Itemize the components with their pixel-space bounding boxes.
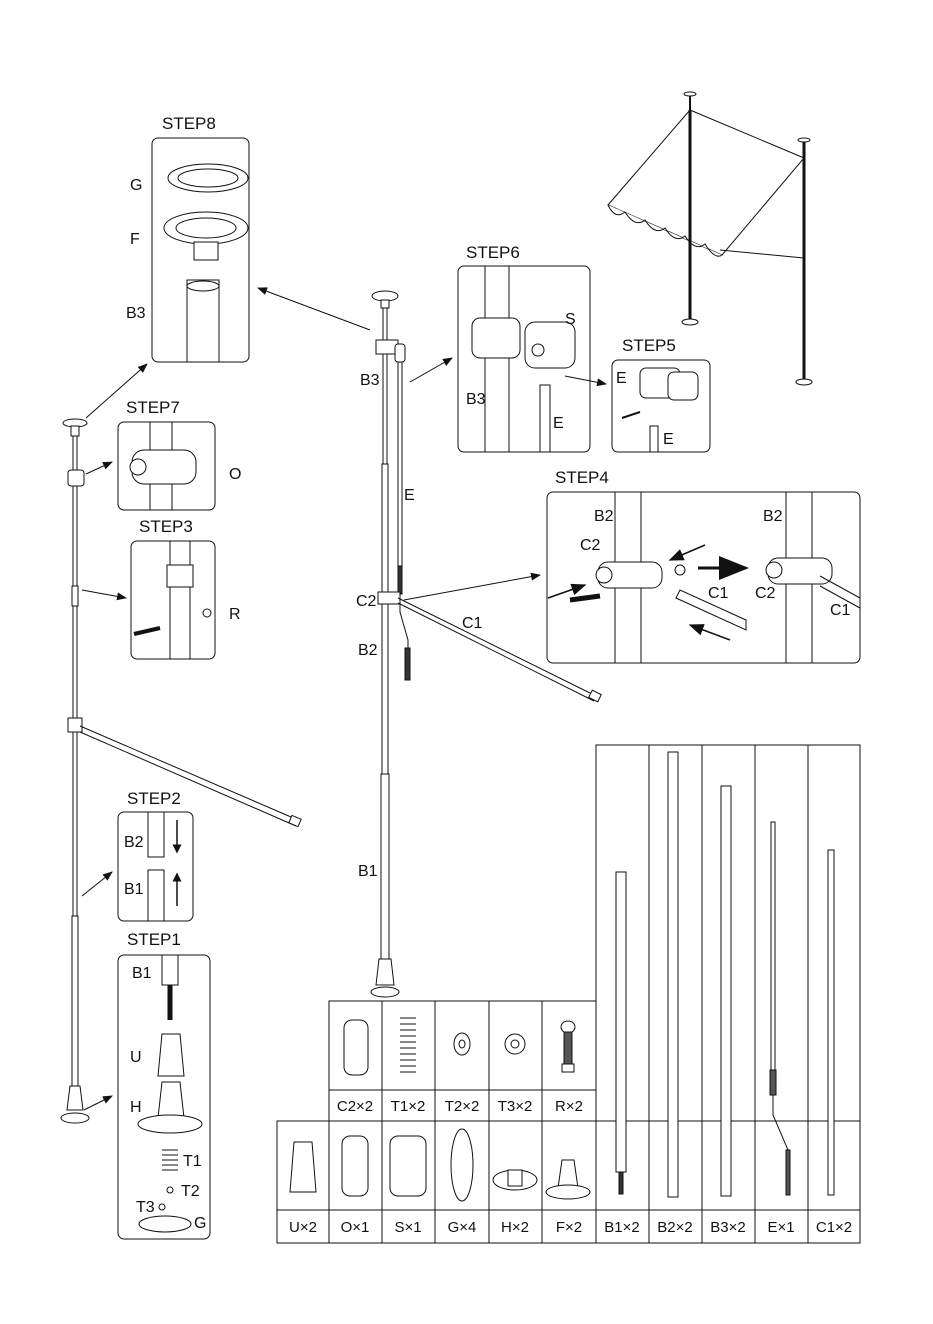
label-B2-step2: B2: [124, 834, 144, 851]
step4-title: STEP4: [555, 468, 609, 487]
label-B2-center: B2: [358, 642, 378, 659]
part-label-b1: B1×2: [604, 1219, 639, 1236]
label-T1: T1: [183, 1153, 202, 1170]
g-plate-icon: [451, 1129, 473, 1201]
label-E-step5-top: E: [616, 370, 627, 387]
s-clamp-icon: [390, 1136, 426, 1196]
b2-pole-icon: [668, 752, 678, 1197]
part-label-r: R×2: [555, 1098, 583, 1115]
step5-panel: STEP5 E E: [612, 336, 710, 452]
label-E-step5-bottom: E: [663, 431, 674, 448]
label-C2-center: C2: [356, 593, 377, 610]
step1-panel: STEP1 B1 U H T1 T2 T3 G: [118, 930, 210, 1239]
step1-title: STEP1: [127, 930, 181, 949]
parts-icons: [290, 752, 834, 1201]
f-foot-icon: [558, 1160, 578, 1188]
part-label-o: O×1: [341, 1219, 370, 1236]
step6-panel: STEP6 S B3 E: [458, 243, 590, 452]
label-F-step8: F: [130, 231, 140, 248]
label-B1-center: B1: [358, 863, 378, 880]
step5-title: STEP5: [622, 336, 676, 355]
step4-panel: STEP4 B2 C2 C1 B2 C2 C1: [547, 468, 860, 663]
label-C1-center: C1: [462, 615, 483, 632]
label-S: S: [565, 311, 576, 328]
part-label-b3: B3×2: [710, 1219, 745, 1236]
step8-title: STEP8: [162, 114, 216, 133]
c2-part-icon: [344, 1020, 368, 1075]
label-T2: T2: [181, 1183, 200, 1200]
label-C2-step4-left: C2: [580, 537, 601, 554]
e-rod-icon: [771, 822, 775, 1072]
label-O: O: [229, 466, 241, 483]
label-B2-step4-right: B2: [763, 508, 783, 525]
label-G-step8: G: [130, 177, 142, 194]
label-C1-step4-right: C1: [830, 602, 851, 619]
part-label-c1: C1×2: [816, 1219, 852, 1236]
label-G-step1: G: [194, 1215, 206, 1232]
b1-pole-icon: [616, 872, 626, 1172]
step3-panel: STEP3 R: [131, 517, 241, 659]
o-clamp-icon: [342, 1136, 368, 1196]
part-label-h: H×2: [501, 1219, 529, 1236]
label-E-step6: E: [553, 415, 564, 432]
part-label-b2: B2×2: [657, 1219, 692, 1236]
label-E-center: E: [404, 487, 415, 504]
label-T3: T3: [136, 1199, 155, 1216]
part-label-e: E×1: [767, 1219, 794, 1236]
part-label-t3: T3×2: [498, 1098, 533, 1115]
c1-rod-icon: [828, 850, 834, 1195]
step6-title: STEP6: [466, 243, 520, 262]
b3-pole-icon: [721, 786, 731, 1196]
part-label-f: F×2: [556, 1219, 582, 1236]
label-B3-step6: B3: [466, 391, 486, 408]
part-label-s: S×1: [394, 1219, 421, 1236]
label-U: U: [130, 1049, 142, 1066]
step2-panel: STEP2 B2 B1: [118, 789, 193, 921]
r-bolt-icon: [561, 1021, 575, 1033]
label-B2-step4-left: B2: [594, 508, 614, 525]
step8-panel: STEP8 G F B3: [126, 114, 249, 362]
label-B3-center: B3: [360, 372, 380, 389]
part-label-g: G×4: [448, 1219, 477, 1236]
part-label-t2: T2×2: [445, 1098, 480, 1115]
label-H: H: [130, 1099, 142, 1116]
label-C2-step4-right: C2: [755, 585, 776, 602]
label-B3-step8: B3: [126, 305, 146, 322]
step2-title: STEP2: [127, 789, 181, 808]
label-R: R: [229, 606, 241, 623]
part-label-t1: T1×2: [391, 1098, 426, 1115]
part-label-u: U×2: [289, 1219, 317, 1236]
part-label-c2: C2×2: [337, 1098, 373, 1115]
u-cap-icon: [290, 1142, 316, 1192]
label-B1-step1: B1: [132, 965, 152, 982]
t1-spring-icon: [400, 1018, 416, 1072]
step7-title: STEP7: [126, 398, 180, 417]
step3-title: STEP3: [139, 517, 193, 536]
label-B1-step2: B1: [124, 881, 144, 898]
label-C1-step4-left: C1: [708, 585, 729, 602]
step7-panel: STEP7 O: [118, 398, 241, 510]
